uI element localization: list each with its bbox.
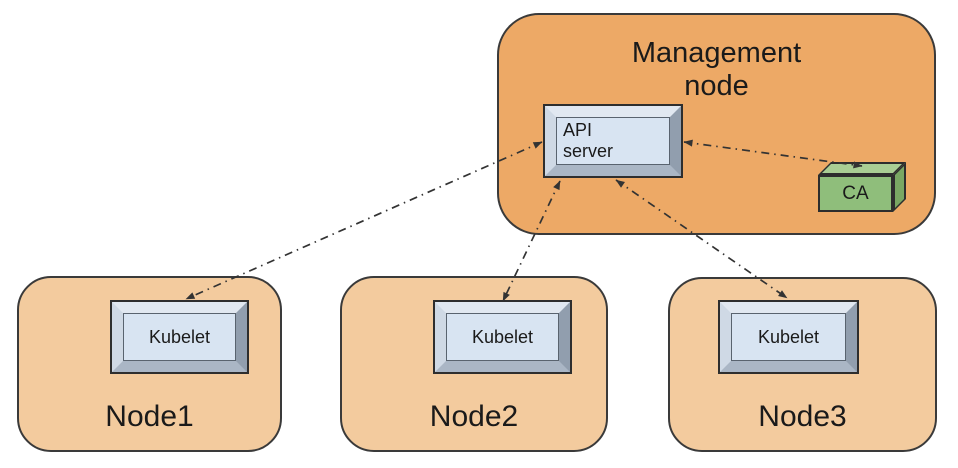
management-node-box: Management node API server CA	[497, 13, 936, 235]
api-server-label-line1: API	[563, 120, 593, 140]
node1-label: Node1	[105, 400, 194, 433]
management-node-title-text: Management node	[631, 37, 802, 102]
ca-label: CA	[842, 182, 869, 204]
kubelet-box-node1: Kubelet	[110, 300, 249, 374]
node2-label: Node2	[429, 400, 519, 433]
kubelet-box-node2: Kubelet	[433, 300, 572, 374]
ca-box-front-face: CA	[818, 175, 893, 212]
node3-label: Node3	[758, 400, 847, 433]
ca-box: CA	[818, 162, 908, 214]
api-server-box: API server	[543, 104, 683, 178]
kubelet-box-node3: Kubelet	[718, 300, 859, 374]
kubelet-label-node2: Kubelet	[471, 326, 534, 347]
api-server-label: API server	[556, 117, 670, 165]
management-node-title: Management node	[499, 37, 934, 103]
api-server-label-line2: server	[563, 141, 614, 161]
ca-box-top-face	[818, 162, 906, 175]
kubelet-label-node1: Kubelet	[148, 326, 211, 347]
kubelet-label-node3: Kubelet	[757, 326, 820, 347]
node2-box: Kubelet Node2	[340, 276, 608, 452]
node1-box: Kubelet Node1	[17, 276, 282, 452]
node3-box: Kubelet Node3	[668, 277, 937, 452]
